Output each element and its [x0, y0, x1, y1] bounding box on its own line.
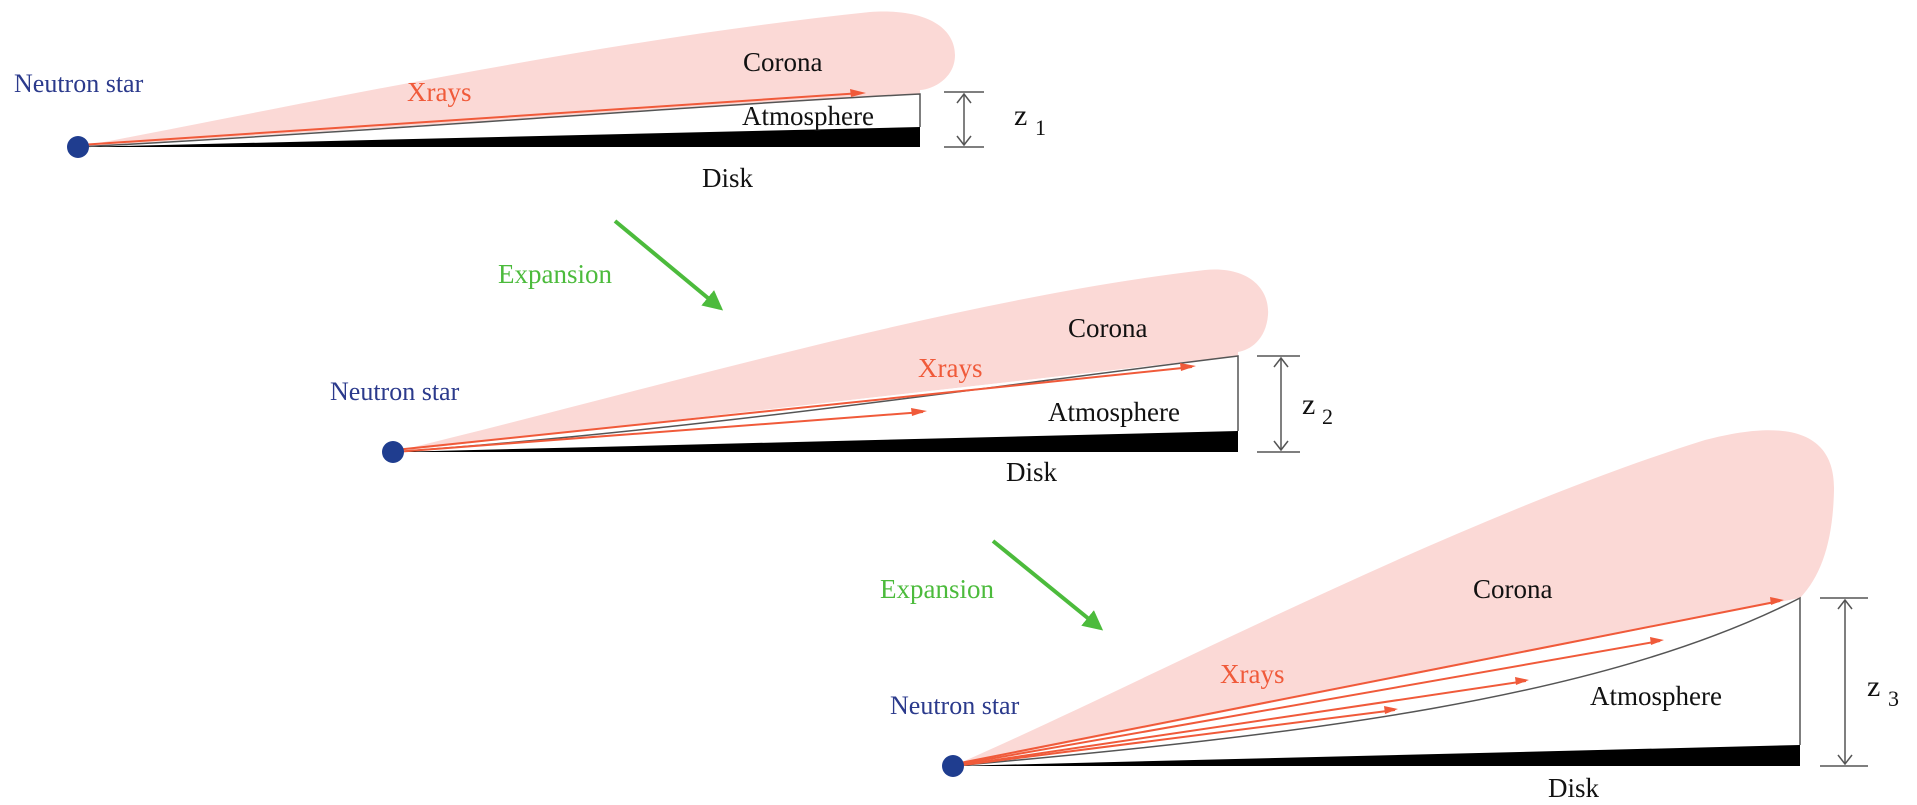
stage-1: Neutron star Xrays Corona Atmosphere Dis… [14, 11, 1046, 193]
height-subscript-2: 2 [1322, 404, 1333, 429]
transition-1: Expansion [498, 219, 724, 311]
neutron-star-1 [67, 136, 89, 158]
neutron-star-2 [382, 441, 404, 463]
xray-ray-arrowhead-3d [1384, 706, 1398, 714]
xray-ray-3c [954, 680, 1527, 767]
atmosphere-label-3: Atmosphere [1590, 681, 1722, 711]
xray-ray-arrowhead-2b [911, 408, 927, 416]
height-subscript-1: 1 [1035, 115, 1046, 140]
xray-ray-arrowhead-3a [1770, 597, 1784, 605]
disk-2 [393, 431, 1238, 452]
neutron-star-label-3: Neutron star [890, 691, 1020, 720]
expansion-arrow-2 [991, 539, 1104, 631]
height-label-2: z [1302, 388, 1315, 421]
corona-cloud-1 [78, 11, 955, 147]
xray-ray-3a [954, 600, 1781, 765]
height-subscript-3: 3 [1888, 686, 1899, 711]
xray-ray-2b [394, 411, 924, 453]
atmosphere-boundary-1 [77, 93, 921, 148]
expansion-label-1: Expansion [498, 259, 612, 289]
atmosphere-label-2: Atmosphere [1048, 397, 1180, 427]
neutron-star-3 [942, 755, 964, 777]
expansion-arrow-1 [613, 219, 724, 311]
corona-label-2: Corona [1068, 313, 1148, 343]
xrays-label-3: Xrays [1220, 659, 1284, 689]
xrays-label-2: Xrays [918, 353, 982, 383]
neutron-star-label-2: Neutron star [330, 377, 460, 406]
corona-label-3: Corona [1473, 574, 1553, 604]
height-label-1: z [1014, 99, 1027, 132]
xray-ray-3b [954, 640, 1661, 766]
disk-1 [78, 127, 920, 147]
atmosphere-3 [953, 598, 1800, 766]
atmosphere-boundary-3 [952, 596, 1801, 767]
xrays-label-1: Xrays [407, 77, 471, 107]
height-dimension-2 [1257, 355, 1300, 453]
transition-2: Expansion [880, 539, 1104, 631]
xray-ray-3d [954, 709, 1396, 767]
disk-3 [953, 745, 1800, 766]
xray-ray-arrowhead-1 [850, 89, 866, 97]
atmosphere-label-1: Atmosphere [742, 101, 874, 131]
corona-label-1: Corona [743, 47, 823, 77]
xray-ray-arrowhead-3c [1515, 677, 1529, 685]
expansion-label-2: Expansion [880, 574, 994, 604]
neutron-star-label-1: Neutron star [14, 69, 144, 98]
corona-cloud-2 [393, 269, 1269, 452]
height-dimension-3 [1820, 597, 1868, 767]
corona-cloud-3 [953, 430, 1835, 766]
xray-ray-arrowhead-2a [1180, 363, 1196, 371]
xray-ray-arrowhead-3b [1650, 637, 1664, 645]
xray-ray-2a [394, 366, 1193, 451]
disk-label-2: Disk [1006, 457, 1058, 487]
atmosphere-boundary-2 [392, 355, 1239, 453]
disk-label-1: Disk [702, 163, 754, 193]
height-label-3: z [1867, 670, 1880, 703]
disk-label-3: Disk [1548, 773, 1600, 803]
height-dimension-1 [944, 91, 984, 148]
stage-3: Neutron star Xrays Corona Atmosphere Dis… [890, 430, 1899, 803]
xray-ray-1 [79, 92, 863, 146]
stage-2: Neutron star Xrays Corona Atmosphere Dis… [330, 269, 1333, 487]
